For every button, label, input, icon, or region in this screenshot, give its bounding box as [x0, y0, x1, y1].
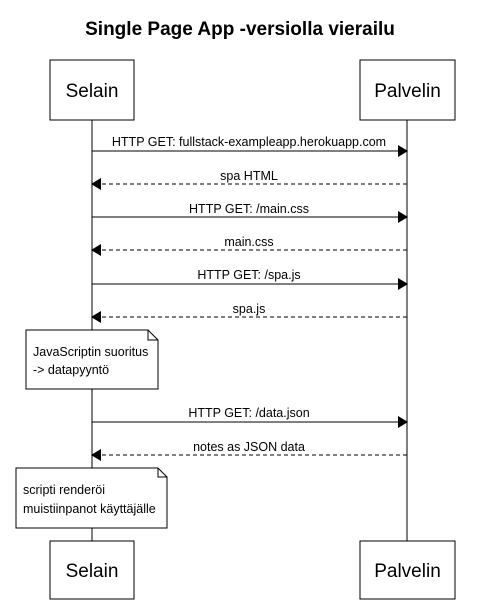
message-3: HTTP GET: /main.css: [92, 202, 408, 223]
diagram-title: Single Page App -versiolla vierailu: [85, 19, 395, 40]
message-5: HTTP GET: /spa.js: [92, 268, 408, 290]
participant-selain-top: Selain: [49, 59, 135, 121]
message-label: HTTP GET: /data.json: [188, 406, 309, 420]
participant-label: Selain: [66, 561, 119, 582]
message-6: spa.js: [91, 302, 407, 323]
message-label: spa HTML: [220, 169, 278, 183]
message-label: main.css: [224, 235, 273, 249]
message-label: HTTP GET: /spa.js: [197, 268, 300, 282]
participant-label: Selain: [66, 81, 119, 102]
participant-label: Palvelin: [374, 81, 441, 102]
message-label: notes as JSON data: [193, 440, 305, 454]
note-line: muistiinpanot käyttäjälle: [23, 502, 156, 516]
message-1: HTTP GET: fullstack-exampleapp.herokuapp…: [92, 135, 408, 157]
message-7: HTTP GET: /data.json: [92, 406, 408, 428]
message-label: HTTP GET: /main.css: [189, 202, 309, 216]
participant-palvelin-top: Palvelin: [359, 59, 456, 121]
participant-selain-bottom: Selain: [49, 540, 135, 600]
note-line: -> datapyyntö: [33, 363, 109, 377]
message-label: spa.js: [233, 302, 266, 316]
message-8: notes as JSON data: [91, 440, 407, 461]
message-label: HTTP GET: fullstack-exampleapp.herokuapp…: [112, 135, 386, 149]
note-line: scripti renderöi: [23, 483, 105, 497]
note-render-notes: scripti renderöi muistiinpanot käyttäjäl…: [15, 467, 168, 529]
note-javascript-execution: JavaScriptin suoritus -> datapyyntö: [25, 329, 159, 390]
message-4: main.css: [91, 235, 407, 256]
participant-label: Palvelin: [374, 561, 441, 582]
note-line: JavaScriptin suoritus: [33, 345, 148, 359]
participant-palvelin-bottom: Palvelin: [359, 540, 456, 600]
message-2: spa HTML: [91, 169, 407, 190]
